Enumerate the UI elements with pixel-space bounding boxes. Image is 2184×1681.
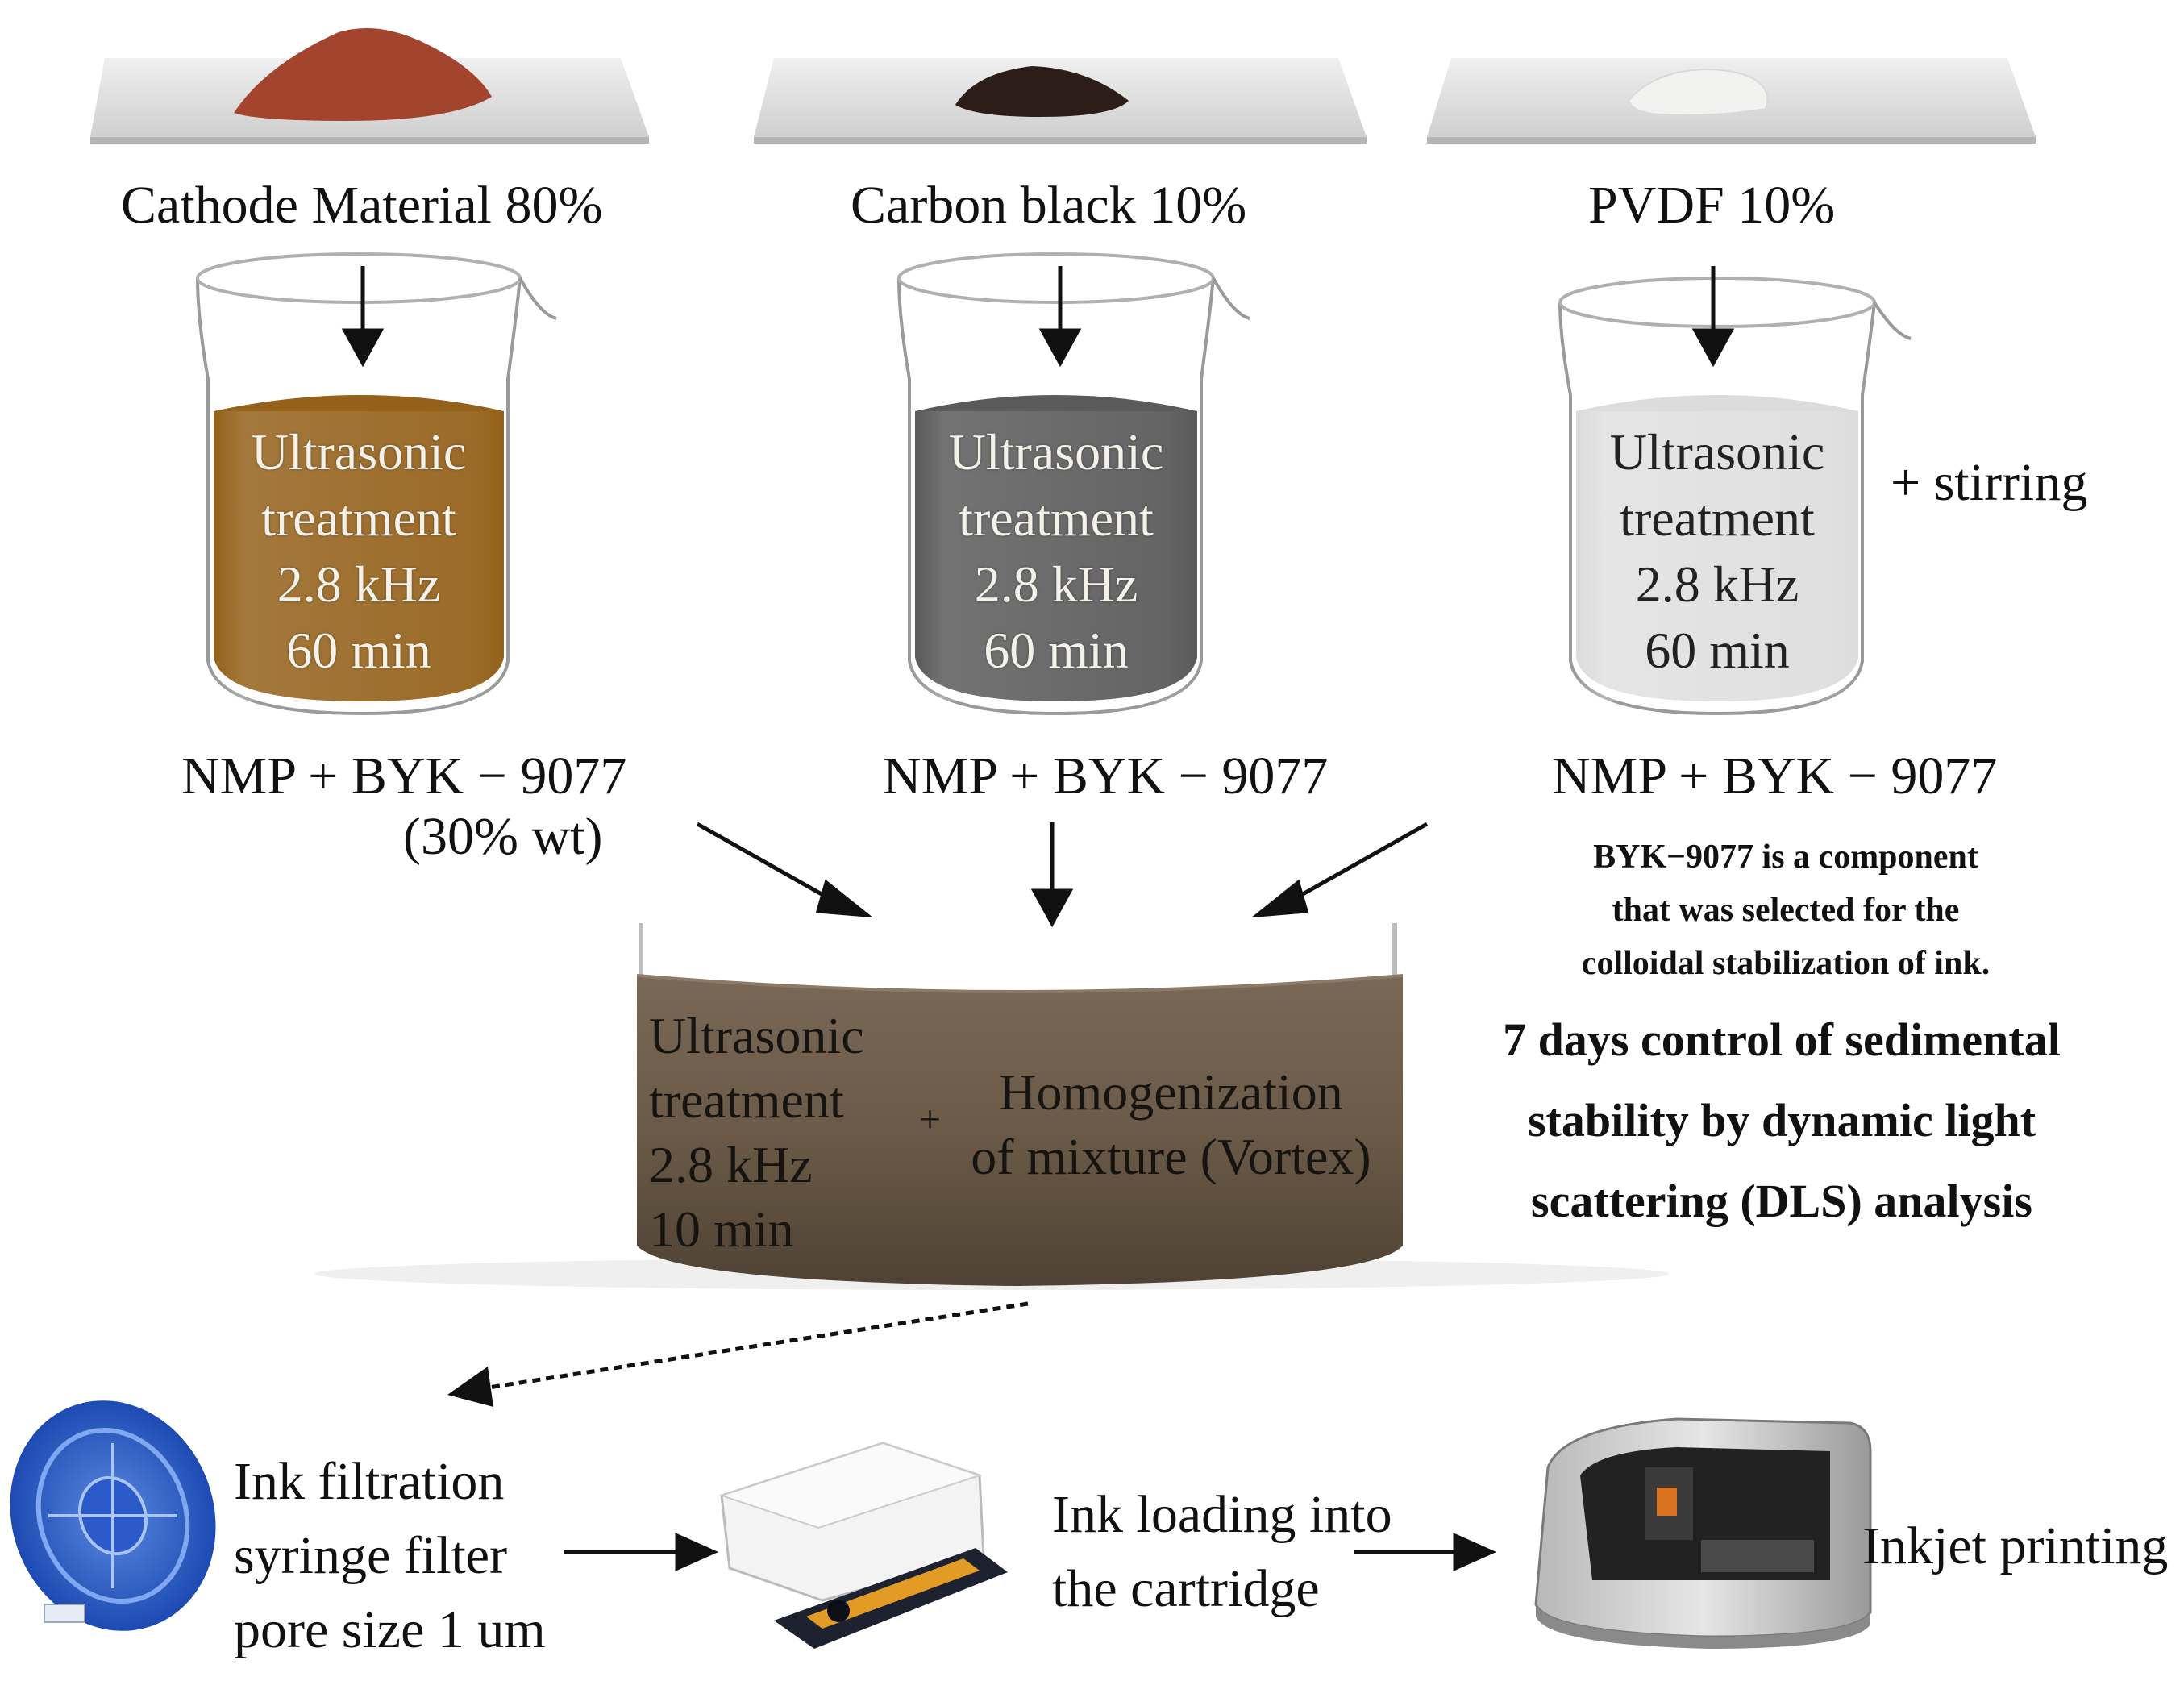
beaker-1-line1: Ultrasonic [251, 423, 467, 481]
arrow-left-to-mix [696, 822, 836, 904]
beaker-2-line4: 60 min [984, 622, 1129, 679]
beaker-2-line1: Ultrasonic [948, 423, 1164, 481]
beaker-3 [1558, 277, 1912, 716]
filtration-label: Ink filtration syringe filter pore size … [234, 1445, 546, 1667]
loading-label: Ink loading into the cartridge [1052, 1478, 1392, 1626]
mixing-plus: + [919, 1098, 942, 1141]
byk-note-line3: colloidal stabilization of ink. [1581, 945, 1991, 982]
mixing-line1: Ultrasonic [649, 1007, 864, 1064]
homogenization-line1: Homogenization [999, 1063, 1343, 1121]
beaker-1 [196, 252, 557, 716]
dls-note-line2: stability by dynamic light [1527, 1094, 2036, 1146]
syringe-filter-image [10, 1400, 216, 1631]
beaker-3-line1: Ultrasonic [1609, 423, 1825, 481]
stirring-label: + stirring [1891, 453, 2088, 512]
carbon-black-label: Carbon black 10% [851, 176, 1247, 235]
pvdf-powder [1627, 69, 1769, 116]
mixing-liquid [637, 976, 1403, 1286]
filtration-line3: pore size 1 um [234, 1600, 546, 1659]
filtration-line1: Ink filtration [234, 1452, 505, 1511]
inkjet-printer-image [1534, 1417, 1872, 1649]
solvent-3-label: NMP + BYK − 9077 [1552, 747, 1998, 805]
loading-line2: the cartridge [1052, 1559, 1320, 1618]
pvdf-plate [1427, 58, 2036, 144]
pvdf-label: PVDF 10% [1588, 176, 1836, 235]
arrow-right-to-mix [1288, 822, 1429, 904]
beaker-1-line2: treatment [261, 489, 456, 547]
beaker-2-line3: 2.8 kHz [974, 555, 1138, 613]
ink-cartridge-image [718, 1442, 1008, 1649]
cathode-powder-plate [90, 28, 649, 144]
beaker-3-line3: 2.8 kHz [1635, 555, 1799, 613]
beaker-1-text: Ultrasonic treatment 2.8 kHz 60 min [218, 419, 500, 684]
byk-note-line2: that was selected for the [1612, 892, 1960, 929]
mixing-ultrasonic-text: Ultrasonic treatment 2.8 kHz 10 min [649, 1004, 864, 1262]
loading-line1: Ink loading into [1052, 1485, 1392, 1544]
beaker-2 [897, 252, 1250, 716]
dls-note: 7 days control of sedimental stability b… [1459, 1000, 2104, 1242]
filtration-line2: syringe filter [234, 1526, 508, 1585]
dashed-arrow-to-filtration [447, 1301, 1029, 1407]
mixing-line3: 2.8 kHz [649, 1136, 813, 1193]
beaker-3-text: Ultrasonic treatment 2.8 kHz 60 min [1576, 419, 1858, 684]
cathode-material-label: Cathode Material 80% [121, 176, 603, 235]
homogenization-line2: of mixture (Vortex) [971, 1128, 1371, 1185]
carbon-black-plate [754, 58, 1367, 144]
beaker-2-text: Ultrasonic treatment 2.8 kHz 60 min [915, 419, 1197, 684]
carbon-black-powder [955, 66, 1129, 117]
mixing-line2: treatment [649, 1071, 844, 1129]
beaker-1-line3: 2.8 kHz [277, 555, 441, 613]
solvent-1-sub: (30% wt) [403, 807, 603, 866]
beaker-3-line4: 60 min [1645, 622, 1790, 679]
beaker-2-line2: treatment [959, 489, 1154, 547]
mixing-line4: 10 min [649, 1200, 794, 1258]
beaker-3-line2: treatment [1620, 489, 1815, 547]
solvent-2-label: NMP + BYK − 9077 [883, 747, 1329, 805]
byk-note: BYK−9077 is a component that was selecte… [1516, 830, 2056, 990]
beaker-1-line4: 60 min [286, 622, 431, 679]
cathode-powder [234, 28, 492, 121]
dls-note-line1: 7 days control of sedimental [1503, 1013, 2061, 1066]
solvent-1-label: NMP + BYK − 9077 [181, 747, 627, 805]
mixing-homogenization-text: Homogenization of mixture (Vortex) [947, 1060, 1395, 1189]
mixing-vessel [314, 923, 1669, 1290]
byk-note-line1: BYK−9077 is a component [1593, 838, 1978, 876]
dls-note-line3: scattering (DLS) analysis [1531, 1175, 2032, 1227]
printing-label: Inkjet printing [1862, 1517, 2169, 1575]
